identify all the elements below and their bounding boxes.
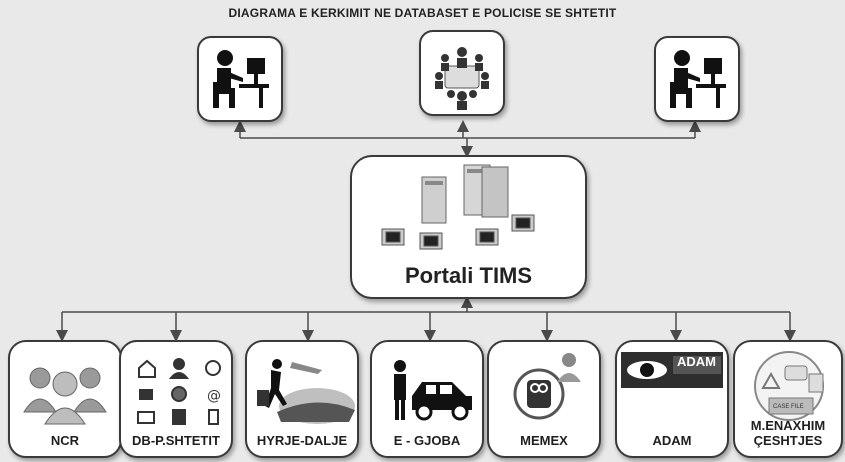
database-hyrje-dalje: HYRJE-DALJE bbox=[245, 340, 359, 458]
icon-grid: @ bbox=[137, 358, 221, 425]
car-officer-icon bbox=[394, 360, 472, 421]
workstation-user-icon bbox=[213, 50, 269, 108]
workstation-user-box-right bbox=[654, 36, 740, 122]
database-label: DB-P.SHTETIT bbox=[132, 433, 220, 448]
database-adam: ADAM ADAM bbox=[615, 340, 729, 458]
database-label: E - GJOBA bbox=[393, 433, 461, 448]
database-label: NCR bbox=[50, 433, 80, 448]
database-memex: MEMEX bbox=[487, 340, 601, 458]
portal-title: Portali TIMS bbox=[404, 263, 533, 288]
diagram-title: DIAGRAMA E KERKIMIT NE DATABASET E POLIC… bbox=[228, 6, 617, 20]
adam-badge-text: ADAM bbox=[677, 354, 716, 369]
portal-tims-box: Portali TIMS bbox=[350, 155, 587, 299]
server-network-icon bbox=[381, 164, 535, 250]
memex-icon bbox=[513, 353, 581, 420]
svg-text:@: @ bbox=[207, 388, 221, 404]
case-file-icon bbox=[754, 351, 824, 421]
workstation-user-box-left bbox=[197, 36, 283, 122]
database-db-p-shtetit: @ DB-P.SHTETIT bbox=[119, 340, 233, 458]
database-label: ADAM bbox=[652, 433, 692, 448]
traveler-icon bbox=[257, 359, 355, 424]
people-group-icon bbox=[23, 367, 107, 425]
database-menaxhim-ceshtjes: CASE FILE M.ENAXHIM ÇESHTJES bbox=[733, 340, 843, 458]
case-file-badge: CASE FILE bbox=[773, 404, 804, 410]
workstation-user-icon bbox=[670, 50, 726, 108]
database-e-gjoba: E - GJOBA bbox=[370, 340, 484, 458]
database-label: MEMEX bbox=[520, 433, 568, 448]
meeting-group-box bbox=[419, 30, 505, 116]
adam-eye-icon bbox=[621, 352, 723, 388]
database-ncr: NCR bbox=[8, 340, 122, 458]
meeting-group-icon bbox=[435, 47, 489, 110]
database-label: M.ENAXHIM ÇESHTJES bbox=[750, 418, 826, 448]
database-label: HYRJE-DALJE bbox=[256, 433, 348, 448]
